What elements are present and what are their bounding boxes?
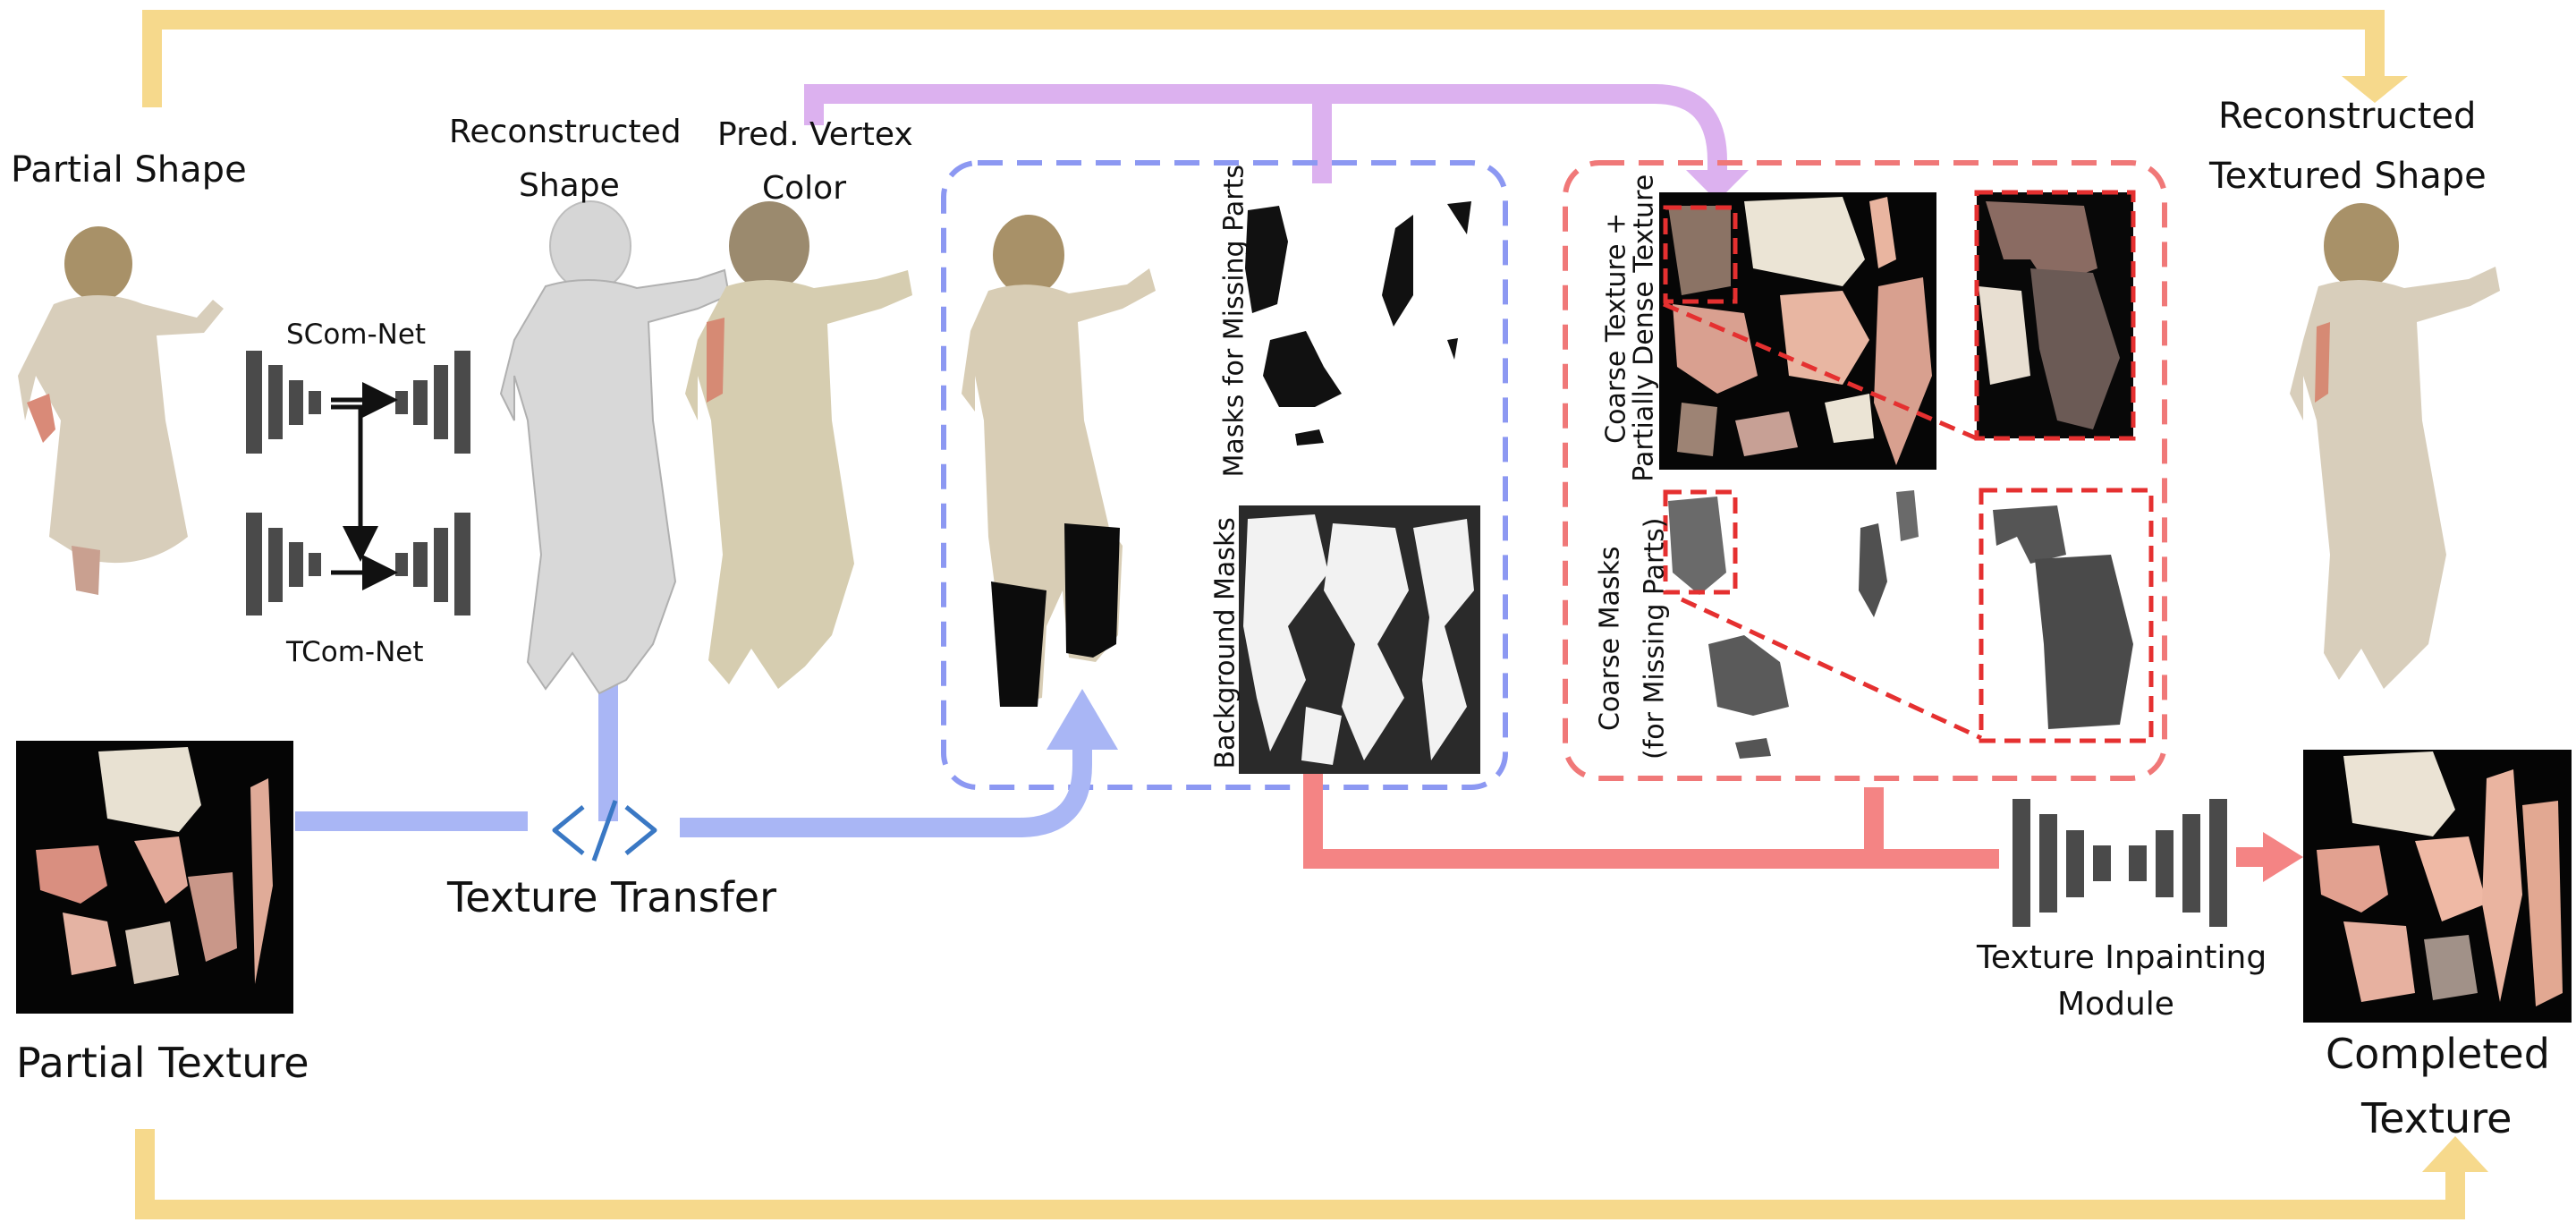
partial-texture-image <box>16 741 293 1014</box>
pred-vertex-figure <box>685 201 912 689</box>
coarse-texture-zoom <box>1663 190 2136 441</box>
coarse-texture-image <box>1659 192 1936 470</box>
bottom-yellow-arrow <box>135 1129 2488 1219</box>
completed-texture-label-2: Texture <box>2361 1094 2512 1142</box>
scom-net-diagram <box>246 351 470 454</box>
reconstructed-shape-figure <box>499 200 731 695</box>
top-yellow-arrow <box>142 10 2408 107</box>
partial-texture-label: Partial Texture <box>16 1039 309 1087</box>
blue-dashed-box <box>941 160 1508 790</box>
reconstructed-textured-label-1: Reconstructed <box>2218 96 2477 137</box>
partial-shape-figure <box>18 226 224 595</box>
skip-connections <box>331 382 398 590</box>
masks-missing-parts-label: Masks for Missing Parts <box>1218 165 1250 478</box>
completed-texture-image <box>2303 750 2572 1023</box>
texture-inpainting-network <box>2012 799 2227 927</box>
code-brackets-icon <box>552 800 657 862</box>
pred-vertex-label-2: Color <box>762 170 846 207</box>
coarse-texture-label-2: Partially Dense Texture <box>1628 174 1660 482</box>
reconstructed-textured-label-2: Textured Shape <box>2209 156 2487 197</box>
background-masks-image <box>1239 505 1480 774</box>
tcom-net-label: TCom-Net <box>286 636 424 668</box>
background-masks-label: Background Masks <box>1209 517 1241 769</box>
completed-texture-label-1: Completed <box>2326 1030 2550 1078</box>
coarse-masks-label-2: (for Missing Parts) <box>1639 517 1671 760</box>
scom-net-label: SCom-Net <box>286 318 427 351</box>
texture-inpainting-label-1: Texture Inpainting <box>1977 939 2267 976</box>
reconstructed-textured-figure <box>2290 203 2500 689</box>
texture-inpainting-label-2: Module <box>2057 986 2174 1023</box>
pred-vertex-label-1: Pred. Vertex <box>717 116 913 153</box>
texture-transfer-label: Texture Transfer <box>447 873 776 921</box>
tcom-net-diagram <box>246 513 470 616</box>
coarse-masks-image <box>1659 488 1936 765</box>
mask-overlay-figure <box>962 215 1156 707</box>
red-arrow <box>1303 751 2303 882</box>
reconstructed-shape-label-1: Reconstructed <box>449 114 682 150</box>
reconstructed-shape-label-2: Shape <box>519 167 620 204</box>
coarse-masks-label-1: Coarse Masks <box>1594 546 1626 732</box>
partial-shape-label: Partial Shape <box>11 149 247 191</box>
masks-missing-parts-image <box>1239 183 1480 452</box>
coarse-masks-zoom <box>1680 488 2154 743</box>
